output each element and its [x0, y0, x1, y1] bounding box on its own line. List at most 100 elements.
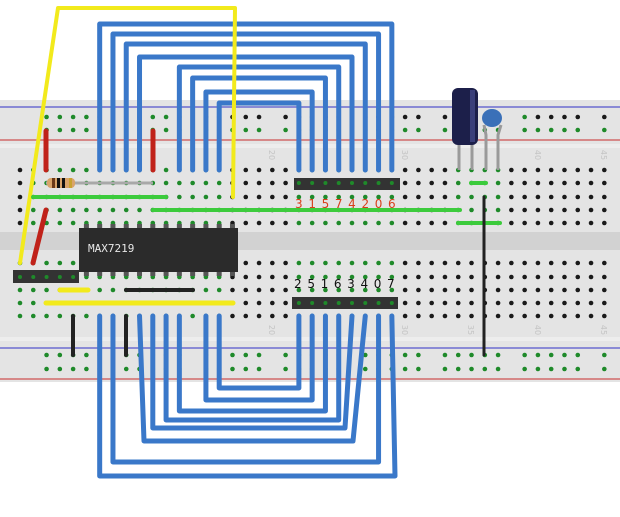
hole [509, 207, 514, 213]
hole [588, 300, 594, 306]
hole [602, 260, 607, 266]
hole [522, 167, 527, 173]
blue-wire [163, 313, 342, 423]
hole [429, 194, 434, 200]
hole [270, 167, 275, 173]
chip-pin [83, 224, 89, 228]
hole [30, 300, 36, 306]
hole [270, 194, 275, 200]
hole [442, 274, 448, 280]
hole [575, 207, 581, 213]
column-number: 40 [533, 150, 542, 160]
hole [190, 194, 195, 200]
hole [588, 287, 594, 293]
rail-hole [70, 366, 76, 372]
hole [362, 194, 368, 200]
hole [270, 300, 275, 306]
hole [336, 220, 342, 226]
hole [562, 220, 567, 226]
hole [469, 274, 474, 280]
chip-pin [216, 224, 222, 228]
hole [402, 194, 408, 200]
header-bottom-pin-label: 6 [334, 277, 342, 291]
hole [57, 260, 63, 266]
hole [17, 220, 23, 226]
rail-hole [402, 114, 408, 120]
rail-hole [416, 352, 421, 358]
hole [402, 274, 408, 280]
hole [469, 194, 474, 200]
hole [256, 260, 262, 266]
hole [442, 220, 448, 226]
hole [376, 260, 381, 266]
rail-hole [57, 114, 63, 120]
pin-header-bottom [292, 297, 398, 309]
rail-hole [548, 352, 554, 358]
rail-hole [602, 114, 607, 120]
hole [283, 313, 288, 319]
hole [588, 313, 594, 319]
hole [442, 180, 448, 186]
hole [575, 220, 581, 226]
blue-wire [176, 64, 342, 173]
header-pin [350, 301, 354, 305]
hole [376, 220, 381, 226]
hole [602, 180, 607, 186]
blue-wire [203, 313, 315, 403]
hole [203, 194, 209, 200]
header-bottom-pin-label: 2 [294, 277, 302, 291]
hole [243, 260, 249, 266]
hole [203, 287, 209, 293]
hole [562, 300, 567, 306]
hole [323, 194, 328, 200]
yellow-wire [18, 6, 237, 265]
hole [270, 313, 275, 319]
hole [548, 300, 554, 306]
hole [469, 313, 474, 319]
hole [17, 207, 23, 213]
hole [376, 287, 381, 293]
hole [296, 194, 302, 200]
hole [216, 180, 222, 186]
rail-hole [416, 114, 421, 120]
hole [469, 207, 474, 213]
hole [177, 194, 182, 200]
rail-hole [416, 366, 421, 372]
hole [17, 194, 23, 200]
hole [256, 220, 262, 226]
hole [535, 167, 541, 173]
hole [30, 313, 36, 319]
hole [243, 194, 249, 200]
hole [469, 300, 474, 306]
hole [509, 260, 514, 266]
hole [602, 287, 607, 293]
hole [495, 313, 501, 319]
header-pin [376, 181, 381, 185]
chip-pin [97, 224, 103, 228]
chip-pin [176, 224, 182, 228]
hole [416, 313, 421, 319]
rail-hole [84, 352, 89, 358]
header-pin [18, 275, 22, 279]
rail-hole [230, 366, 235, 372]
hole [389, 260, 395, 266]
header-pin [71, 275, 76, 279]
hole [349, 194, 355, 200]
hole [309, 220, 315, 226]
hole [469, 287, 474, 293]
hole [389, 274, 395, 280]
header-bottom-pin-label: 3 [347, 277, 355, 291]
hole [296, 220, 302, 226]
hole [455, 260, 461, 266]
header-top-pin-label: 1 [308, 197, 316, 211]
hole [416, 194, 421, 200]
rail-hole [402, 127, 408, 133]
hole [57, 167, 63, 173]
rail-hole [442, 127, 448, 133]
hole [548, 220, 554, 226]
hole [429, 287, 434, 293]
hole [402, 300, 408, 306]
hole [84, 167, 89, 173]
hole [548, 194, 554, 200]
